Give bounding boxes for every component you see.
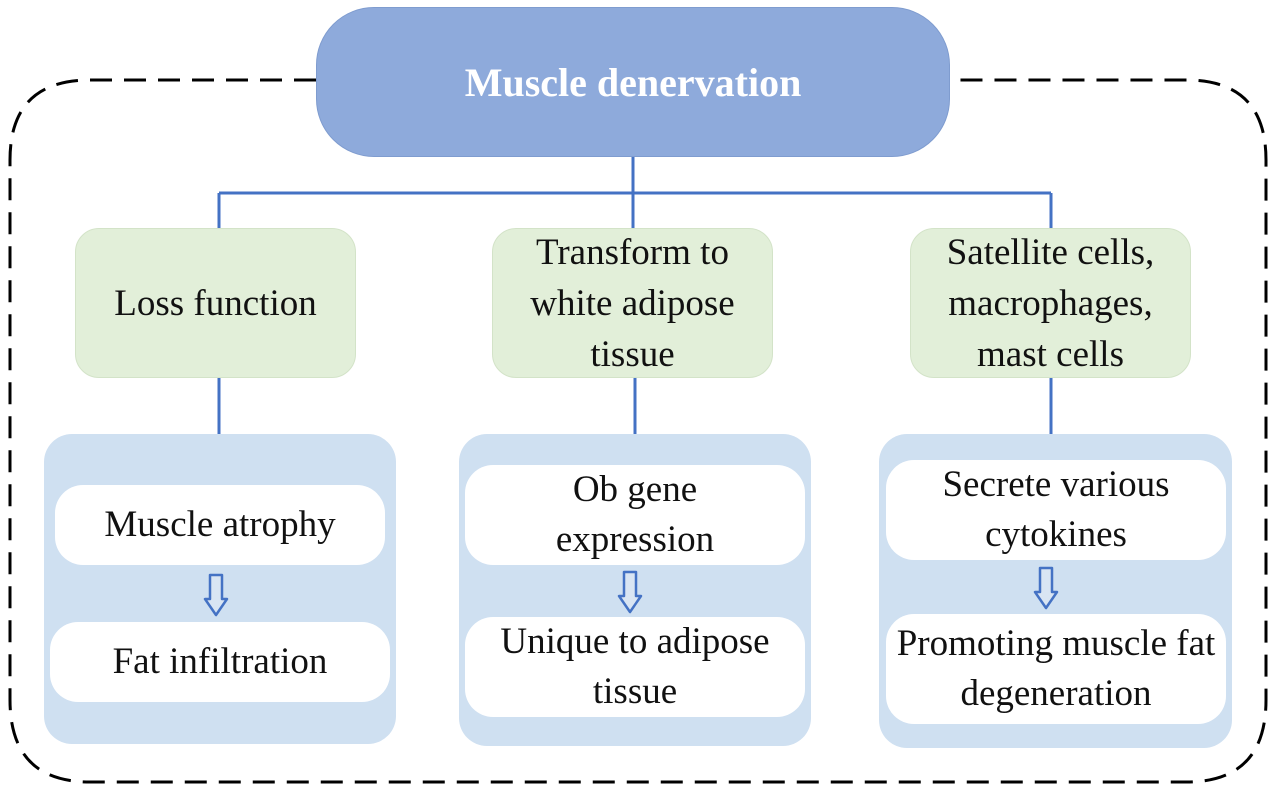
category-node-2: Transform to white adipose tissue [492, 228, 773, 378]
root-node: Muscle denervation [316, 7, 950, 157]
step-box-3-2: Promoting muscle fat degeneration [886, 614, 1226, 724]
down-arrow-icon [203, 573, 229, 617]
step-box-2-1: Ob gene expression [465, 465, 805, 565]
category-label-2: Transform to white adipose tissue [530, 231, 735, 375]
step-box-1-1: Muscle atrophy [55, 485, 385, 565]
step-box-1-2: Fat infiltration [50, 622, 390, 702]
category-label-3: Satellite cells, macrophages, mast cells [946, 231, 1155, 375]
step-label-2-2: Unique to adipose tissue [500, 621, 770, 712]
category-node-1: Loss function [75, 228, 356, 378]
step-label-3-1: Secrete various cytokines [942, 464, 1170, 555]
category-label-1: Loss function [114, 282, 317, 324]
down-arrow-icon [1033, 566, 1059, 610]
step-label-1-1: Muscle atrophy [104, 504, 336, 545]
dashed-boundary [8, 78, 1268, 784]
step-label-3-2: Promoting muscle fat degeneration [896, 623, 1216, 714]
step-box-3-1: Secrete various cytokines [886, 460, 1226, 560]
step-box-2-2: Unique to adipose tissue [465, 617, 805, 717]
category-node-3: Satellite cells, macrophages, mast cells [910, 228, 1191, 378]
root-label: Muscle denervation [464, 59, 802, 105]
step-label-1-2: Fat infiltration [112, 641, 328, 682]
step-label-2-1: Ob gene expression [555, 469, 715, 560]
down-arrow-icon [617, 570, 643, 614]
